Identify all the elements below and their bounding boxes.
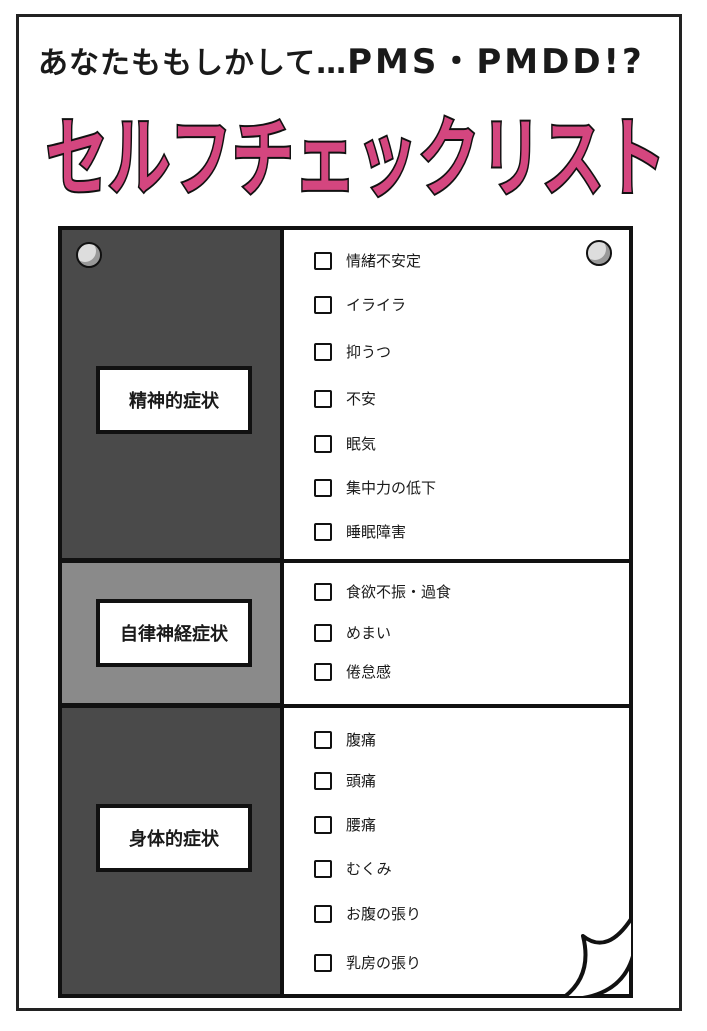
checkbox[interactable]	[314, 623, 332, 642]
category-panel-physical: 身体的症状	[58, 704, 284, 998]
subtitle-prefix: あなたももしかして…	[38, 46, 348, 81]
pin-icon	[76, 242, 102, 268]
checkbox[interactable]	[314, 522, 332, 541]
checkbox[interactable]	[314, 434, 332, 453]
section-divider	[280, 704, 633, 708]
section-divider	[280, 559, 633, 563]
checkbox[interactable]	[314, 771, 332, 790]
checkbox[interactable]	[314, 953, 332, 972]
page-title: セルフチェックリスト	[44, 107, 668, 206]
checkbox[interactable]	[314, 389, 332, 408]
list-item[interactable]: 眠気	[314, 433, 376, 454]
list-item[interactable]: 乳房の張り	[314, 952, 421, 973]
checkbox[interactable]	[314, 478, 332, 497]
checkbox[interactable]	[314, 251, 332, 270]
list-item[interactable]: 頭痛	[314, 770, 376, 791]
category-panel-mental: 精神的症状	[58, 226, 284, 562]
list-item[interactable]: 倦怠感	[314, 661, 391, 682]
checkbox[interactable]	[314, 859, 332, 878]
list-item[interactable]: 情緒不安定	[314, 250, 421, 271]
checkbox[interactable]	[314, 295, 332, 314]
list-item[interactable]: 睡眠障害	[314, 521, 406, 542]
category-panel-autonomic: 自律神経症状	[58, 559, 284, 707]
subtitle-highlight: PMS・PMDD!?	[347, 42, 645, 82]
list-item[interactable]: 集中力の低下	[314, 477, 436, 498]
checkbox[interactable]	[314, 904, 332, 923]
category-label: 身体的症状	[96, 804, 252, 872]
checkbox[interactable]	[314, 342, 332, 361]
list-item[interactable]: お腹の張り	[314, 903, 421, 924]
checkbox[interactable]	[314, 730, 332, 749]
pin-icon	[586, 240, 612, 266]
checkbox[interactable]	[314, 582, 332, 601]
checklist-board: 精神的症状 自律神経症状 身体的症状 情緒不安定 イライラ 抑うつ 不安 眠気 …	[58, 226, 633, 998]
list-item[interactable]: むくみ	[314, 858, 392, 879]
header-subtitle: あなたももしかして…PMS・PMDD!?	[38, 34, 645, 83]
checkbox[interactable]	[314, 662, 332, 681]
page-curl-icon	[563, 916, 633, 998]
list-item[interactable]: 腰痛	[314, 814, 376, 835]
checklist-sheet	[280, 226, 633, 998]
list-item[interactable]: 抑うつ	[314, 341, 391, 362]
list-item[interactable]: 不安	[314, 388, 376, 409]
checkbox[interactable]	[314, 815, 332, 834]
list-item[interactable]: 食欲不振・過食	[314, 581, 451, 602]
category-label: 精神的症状	[96, 366, 252, 434]
category-label: 自律神経症状	[96, 599, 252, 667]
title-text: セルフチェックリスト	[46, 109, 666, 206]
list-item[interactable]: めまい	[314, 622, 391, 643]
list-item[interactable]: イライラ	[314, 294, 406, 315]
list-item[interactable]: 腹痛	[314, 729, 376, 750]
